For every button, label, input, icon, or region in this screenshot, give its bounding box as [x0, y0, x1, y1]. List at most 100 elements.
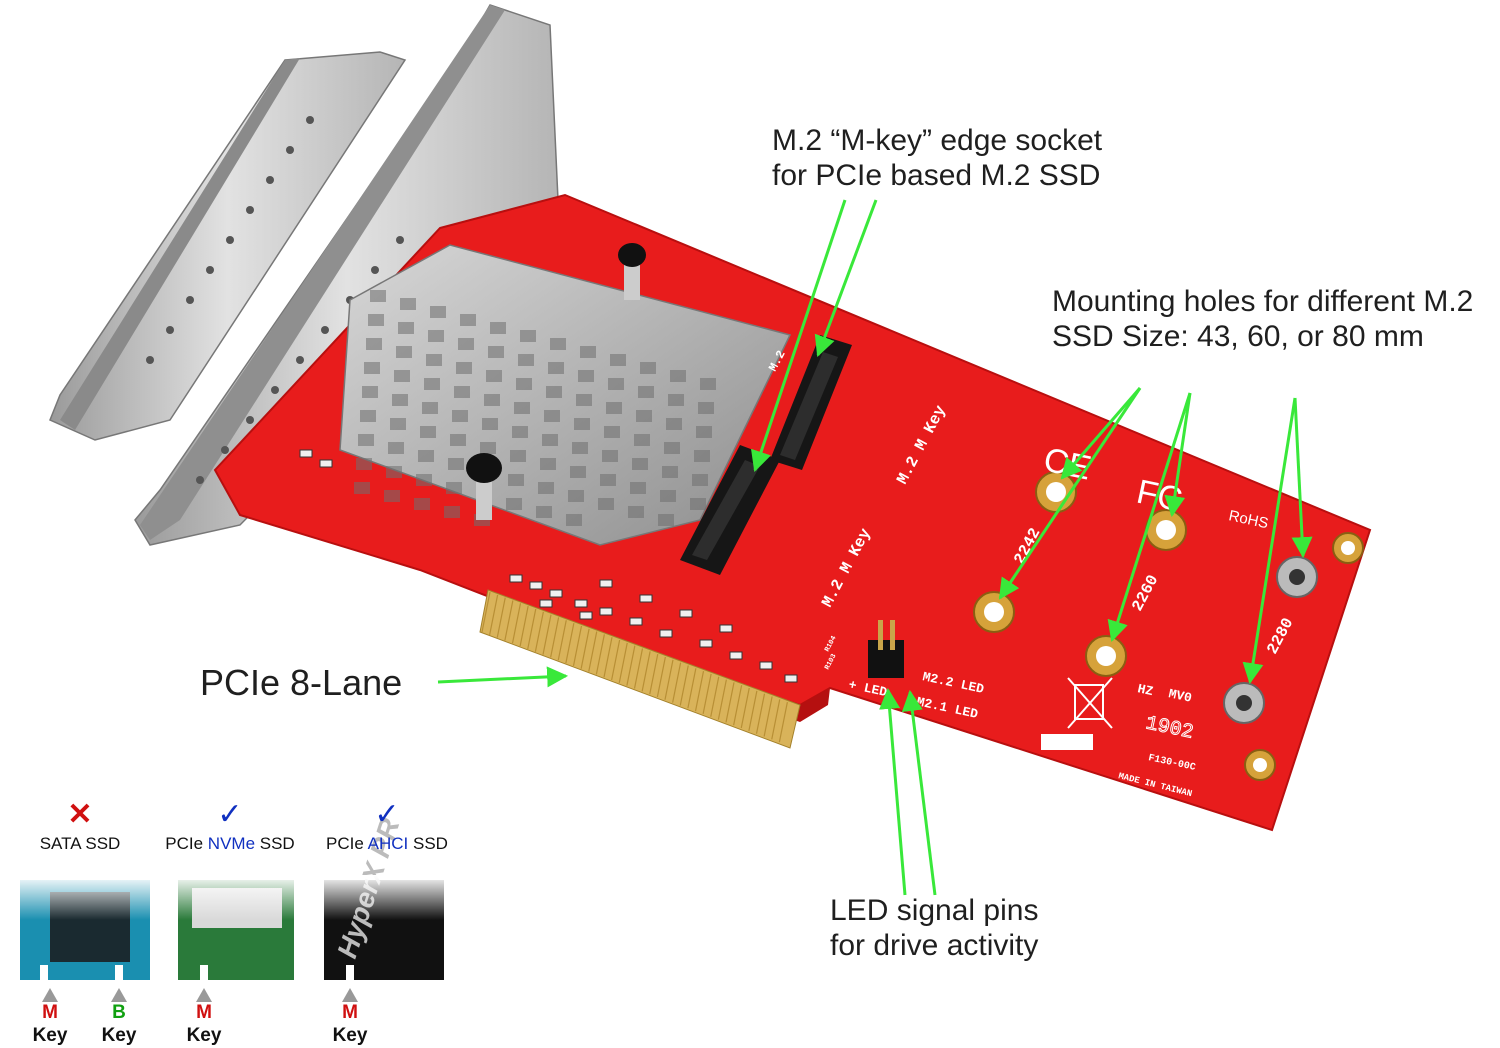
heatsink-fin: [538, 482, 554, 494]
heatsink-fin: [386, 466, 402, 478]
smd-component: [659, 629, 673, 638]
gold-finger: [771, 699, 781, 740]
heatsink-fin: [512, 426, 528, 438]
gold-finger: [496, 597, 506, 638]
arrow-hole-2260b: [1107, 392, 1192, 643]
smd-component: [319, 459, 333, 468]
callout-pcie-8-lane: PCIe 8-Lane: [200, 662, 403, 703]
heatsink-fin: [638, 386, 654, 398]
heatsink-fin: [444, 506, 460, 518]
heatsink-fin: [630, 482, 646, 494]
heatsink-fin: [694, 450, 710, 462]
heatsink-fin: [576, 394, 592, 406]
callout-m2-socket: M.2 “M-key” edge socket for PCIe based M…: [772, 124, 1102, 193]
smd-component: [629, 617, 643, 626]
arrow-socket-upper: [814, 199, 878, 357]
gold-finger: [481, 591, 491, 633]
heatsink-fin: [698, 402, 714, 414]
heatsink-fin: [700, 378, 716, 390]
heatsink-fin: [456, 362, 472, 374]
heatsink-push-pin-upper: [618, 243, 646, 300]
arrow-led-1: [879, 687, 907, 896]
gold-finger: [519, 606, 529, 647]
heatsink-fin: [398, 322, 414, 334]
heatsink-fin: [424, 378, 440, 390]
ssd-compat-nvme: ✓ PCIe NVMe SSD: [155, 800, 305, 854]
ssd-key-pointers: [42, 988, 358, 1002]
heatsink-fin: [536, 506, 552, 518]
gold-finger: [527, 608, 537, 650]
heatsink-fin: [664, 442, 680, 454]
heatsink-fin: [458, 338, 474, 350]
heatsink-fin: [568, 490, 584, 502]
heatsink-push-pin-lower: [466, 453, 502, 520]
m2-socket-lower: [680, 445, 780, 575]
gold-finger: [664, 659, 674, 700]
heatsink-fin: [362, 386, 378, 398]
ssd-compat-sata: ✕ SATA SSD: [20, 800, 140, 854]
gold-finger: [656, 656, 666, 698]
heatsink-fin: [480, 442, 496, 454]
gold-finger: [550, 617, 560, 658]
heatsink-fin: [418, 450, 434, 462]
gold-finger: [557, 620, 567, 661]
smd-component: [679, 609, 693, 618]
heatsink-fin: [460, 314, 476, 326]
arrow-hole-2280b: [1242, 397, 1297, 685]
heatsink-fin: [608, 378, 624, 390]
heatsink-fin: [420, 426, 436, 438]
heatsink-fin: [416, 474, 432, 486]
gold-finger: [534, 611, 544, 652]
smd-component: [299, 449, 313, 458]
gold-finger: [580, 628, 590, 669]
fullheight-bracket: [134, 4, 559, 546]
heatsink-fin: [354, 482, 370, 494]
heatsink-fin: [450, 434, 466, 446]
ssd-label-nvme: PCIe NVMe SSD: [165, 834, 295, 853]
callout-mounting-holes-line2: SSD Size: 43, 60, or 80 mm: [1052, 319, 1424, 353]
arrow-pcie: [437, 666, 569, 688]
heatsink-fin: [516, 378, 532, 390]
heatsink-fin: [364, 362, 380, 374]
heatsink-fin: [668, 394, 684, 406]
smd-component: [549, 589, 563, 598]
smd-component: [759, 661, 773, 670]
smd-component: [509, 574, 523, 583]
heatsink-fin: [636, 410, 652, 422]
callout-arrows: [437, 199, 1313, 896]
gold-finger: [778, 702, 788, 743]
smd-component: [599, 579, 613, 588]
lowprofile-bracket: [49, 51, 407, 441]
smd-component: [579, 611, 593, 620]
gold-finger: [565, 622, 575, 664]
gold-finger: [649, 654, 659, 695]
heatsink-fin: [546, 386, 562, 398]
x-mark-icon: ✕: [67, 798, 93, 831]
heatsink-fin: [454, 386, 470, 398]
gold-finger: [679, 665, 689, 706]
heatsink-fin: [628, 506, 644, 518]
heatsink-fin: [446, 482, 462, 494]
smd-component: [639, 594, 653, 603]
heatsink-fin: [488, 346, 504, 358]
gold-finger: [755, 693, 766, 734]
callout-mounting-holes: Mounting holes for different M.2 SSD Siz…: [1052, 285, 1473, 354]
heatsink-fin: [640, 362, 656, 374]
ssd-label-ahci: PCIe AHCI SSD: [326, 834, 448, 853]
gold-finger: [710, 676, 720, 717]
gold-finger: [702, 673, 712, 715]
heatsink-fin: [692, 474, 708, 486]
heatsink-fin: [510, 450, 526, 462]
heatsink-fin: [356, 458, 372, 470]
heatsink-fin: [422, 402, 438, 414]
heatsink-fin: [602, 450, 618, 462]
callout-mounting-holes-line1: Mounting holes for different M.2: [1052, 285, 1474, 318]
gold-finger: [489, 594, 499, 635]
heatsink-fin: [452, 410, 468, 422]
heatsink-fin: [392, 394, 408, 406]
heatsink-fin: [632, 458, 648, 470]
